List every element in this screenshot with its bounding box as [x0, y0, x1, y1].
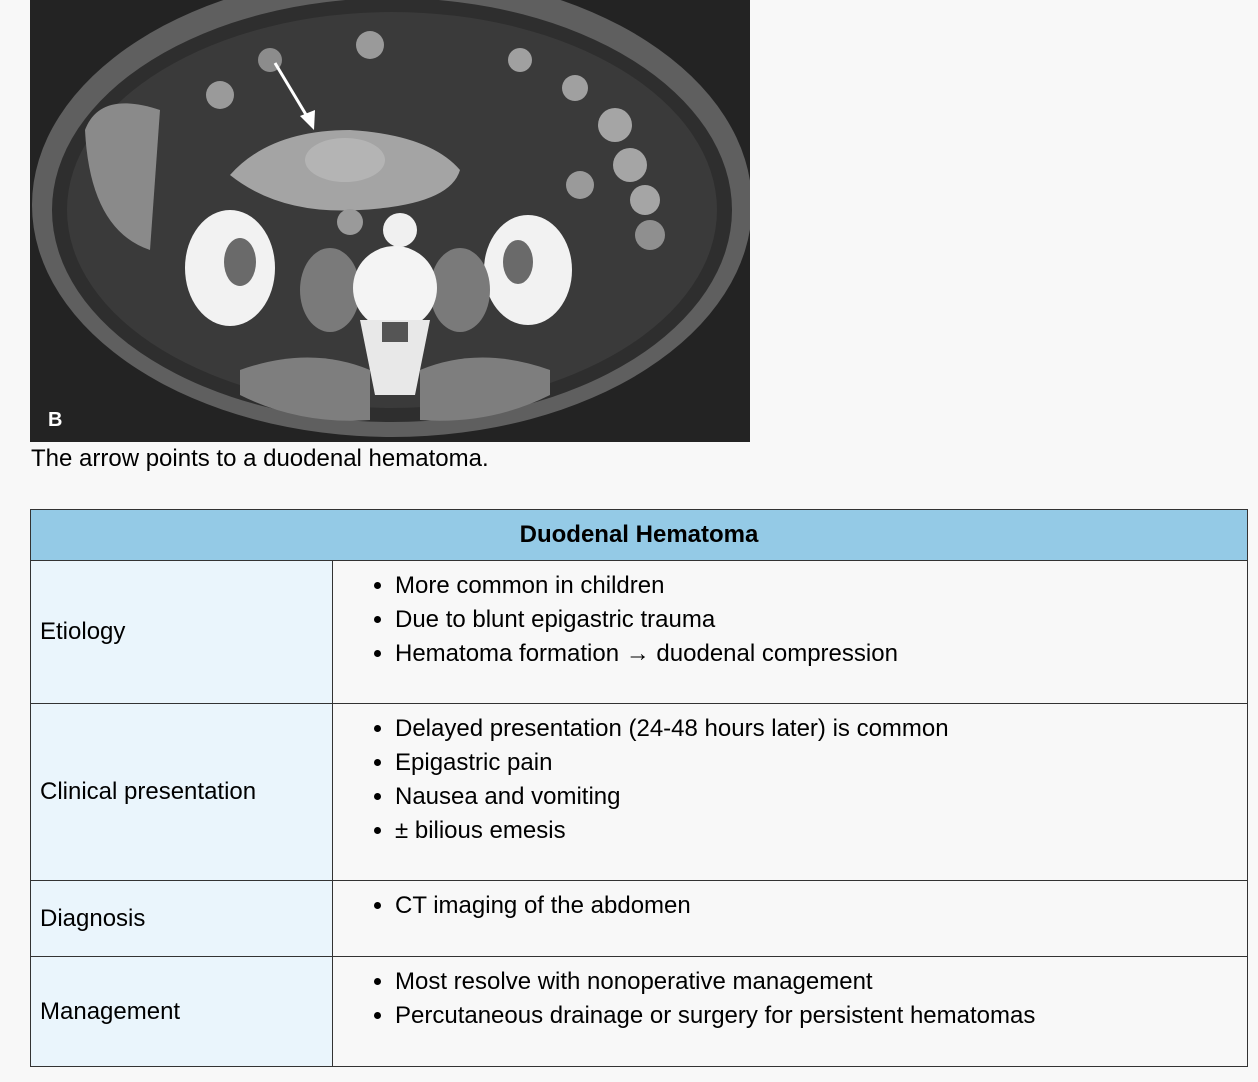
list-item: More common in children	[395, 569, 1247, 603]
bullet-list: Delayed presentation (24-48 hours later)…	[333, 712, 1247, 848]
list-item: Nausea and vomiting	[395, 780, 1247, 814]
table-row: Clinical presentation Delayed presentati…	[30, 703, 1248, 881]
row-label: Etiology	[30, 560, 333, 704]
list-item: CT imaging of the abdomen	[395, 889, 1247, 923]
list-item: Epigastric pain	[395, 746, 1247, 780]
list-item: Most resolve with nonoperative managemen…	[395, 965, 1247, 999]
list-item: Due to blunt epigastric trauma	[395, 603, 1247, 637]
panel-letter: B	[48, 409, 62, 431]
row-label: Diagnosis	[30, 880, 333, 957]
duodenal-hematoma-table: Duodenal Hematoma Etiology More common i…	[30, 509, 1248, 1067]
bullet-list: Most resolve with nonoperative managemen…	[333, 965, 1247, 1033]
list-item: ± bilious emesis	[395, 814, 1247, 848]
ct-scan-image: B	[30, 0, 750, 442]
table-row: Management Most resolve with nonoperativ…	[30, 956, 1248, 1067]
bullet-list: CT imaging of the abdomen	[333, 889, 1247, 923]
row-content: More common in children Due to blunt epi…	[332, 560, 1248, 704]
row-label: Clinical presentation	[30, 703, 333, 881]
row-content: Delayed presentation (24-48 hours later)…	[332, 703, 1248, 881]
list-item: Percutaneous drainage or surgery for per…	[395, 999, 1247, 1033]
row-label: Management	[30, 956, 333, 1067]
figure-caption: The arrow points to a duodenal hematoma.	[31, 445, 489, 472]
list-item: Hematoma formation → duodenal compressio…	[395, 637, 1247, 671]
list-item: Delayed presentation (24-48 hours later)…	[395, 712, 1247, 746]
row-content: CT imaging of the abdomen	[332, 880, 1248, 957]
bullet-list: More common in children Due to blunt epi…	[333, 569, 1247, 671]
table-title: Duodenal Hematoma	[30, 509, 1248, 561]
table-row: Diagnosis CT imaging of the abdomen	[30, 880, 1248, 957]
row-content: Most resolve with nonoperative managemen…	[332, 956, 1248, 1067]
table-row: Etiology More common in children Due to …	[30, 560, 1248, 704]
